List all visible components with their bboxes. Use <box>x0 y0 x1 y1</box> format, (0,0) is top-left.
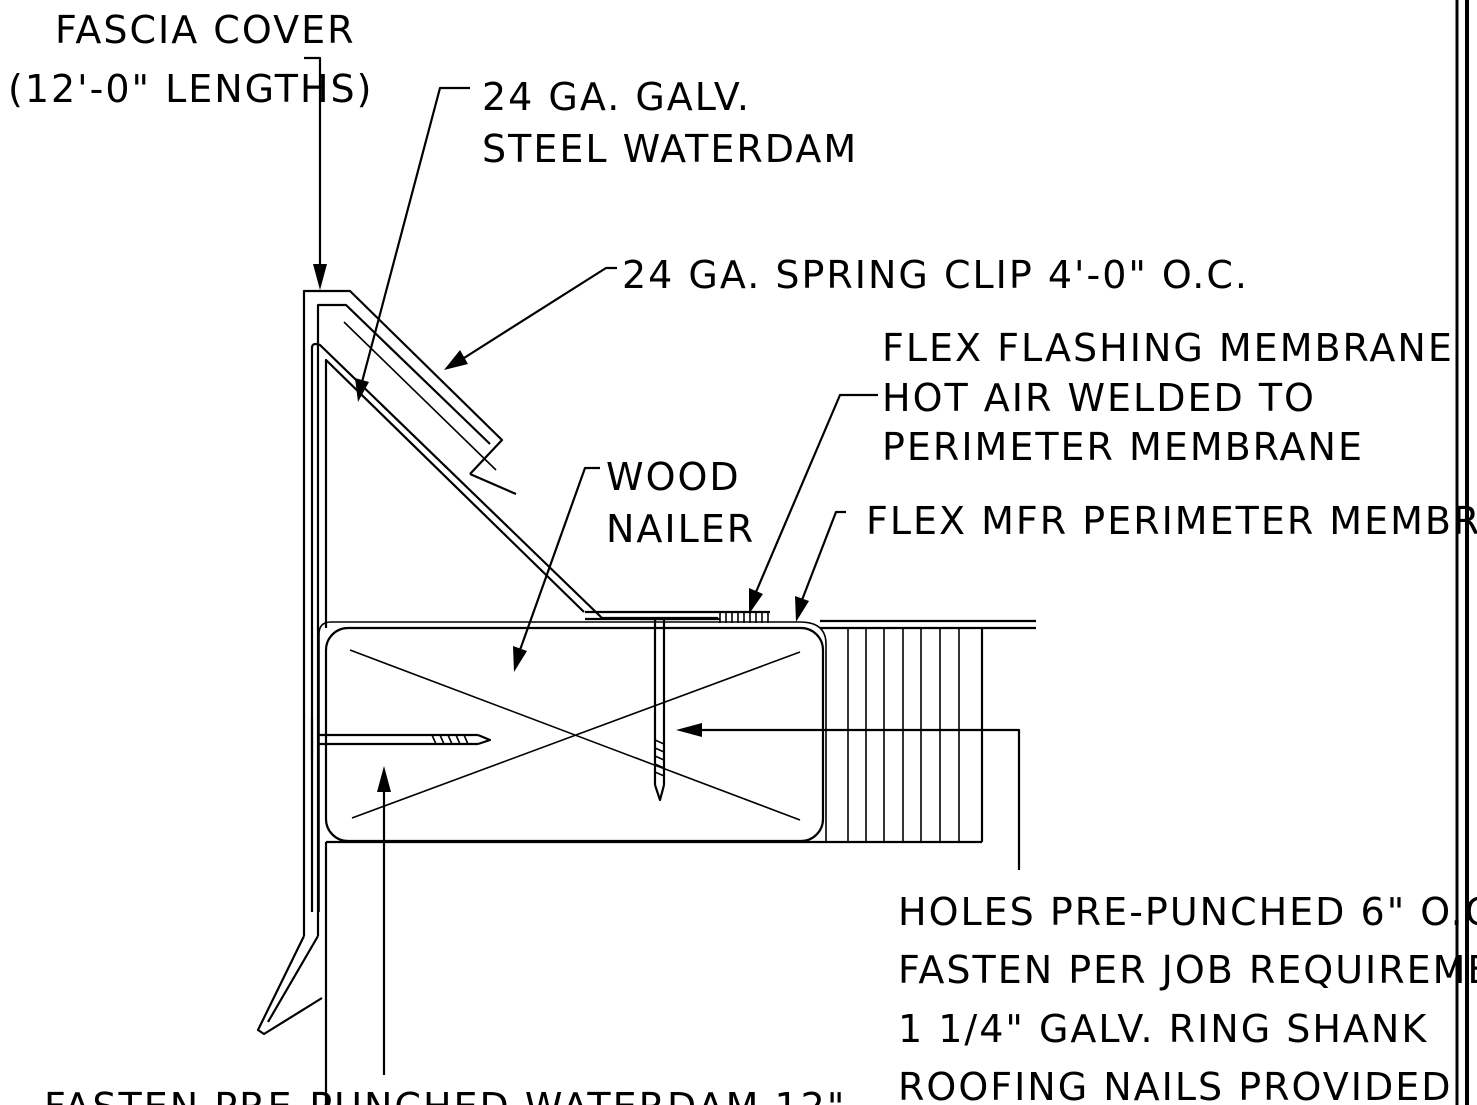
weld-hatch <box>719 612 769 623</box>
steel-waterdam <box>310 321 770 912</box>
leader-holes <box>676 723 1021 870</box>
fascia-cover <box>256 289 517 1036</box>
label-ring-shank: 1 1/4" GALV. RING SHANK <box>898 1007 1428 1051</box>
label-fascia-lengths: (12'-0" LENGTHS) <box>8 67 374 111</box>
perimeter-membrane <box>318 621 827 912</box>
label-fasten-per-job: FASTEN PER JOB REQUIREMENTS. <box>898 948 1477 992</box>
label-perimeter-membrane-ref: PERIMETER MEMBRANE <box>882 425 1364 469</box>
label-flex-flashing: FLEX FLASHING MEMBRANE <box>882 326 1454 370</box>
label-flex-perimeter-membrane: FLEX MFR PERIMETER MEMBRANE <box>866 499 1477 543</box>
ring-shank-nail-horizontal <box>310 718 492 760</box>
leader-flex-flashing <box>749 393 878 614</box>
leader-wood-nailer <box>513 466 600 672</box>
roof-insulation <box>820 619 1036 842</box>
leader-waterdam <box>355 86 470 402</box>
label-spring-clip: 24 GA. SPRING CLIP 4'-0" O.C. <box>622 253 1249 297</box>
leader-fascia-cover <box>304 56 327 290</box>
label-wood: WOOD <box>606 455 741 499</box>
label-nails-provided: ROOFING NAILS PROVIDED <box>898 1065 1453 1105</box>
label-holes-pre-punched: HOLES PRE-PUNCHED 6" O.C. <box>898 890 1477 934</box>
label-fascia-cover: FASCIA COVER <box>55 8 355 52</box>
label-waterdam: STEEL WATERDAM <box>482 127 858 171</box>
leader-fasten-waterdam <box>377 766 391 1075</box>
label-waterdam-gauge: 24 GA. GALV. <box>482 75 751 119</box>
drawing-border <box>1455 0 1469 1105</box>
leader-spring-clip <box>444 266 617 370</box>
leader-perimeter-membrane <box>795 510 846 622</box>
label-nailer: NAILER <box>606 507 755 551</box>
label-fasten-waterdam: FASTEN PRE-PUNCHED WATERDAM 12" <box>44 1085 846 1105</box>
ring-shank-nail-vertical <box>640 617 680 802</box>
label-hot-air-welded: HOT AIR WELDED TO <box>882 376 1316 420</box>
wall-stud <box>324 840 982 1105</box>
